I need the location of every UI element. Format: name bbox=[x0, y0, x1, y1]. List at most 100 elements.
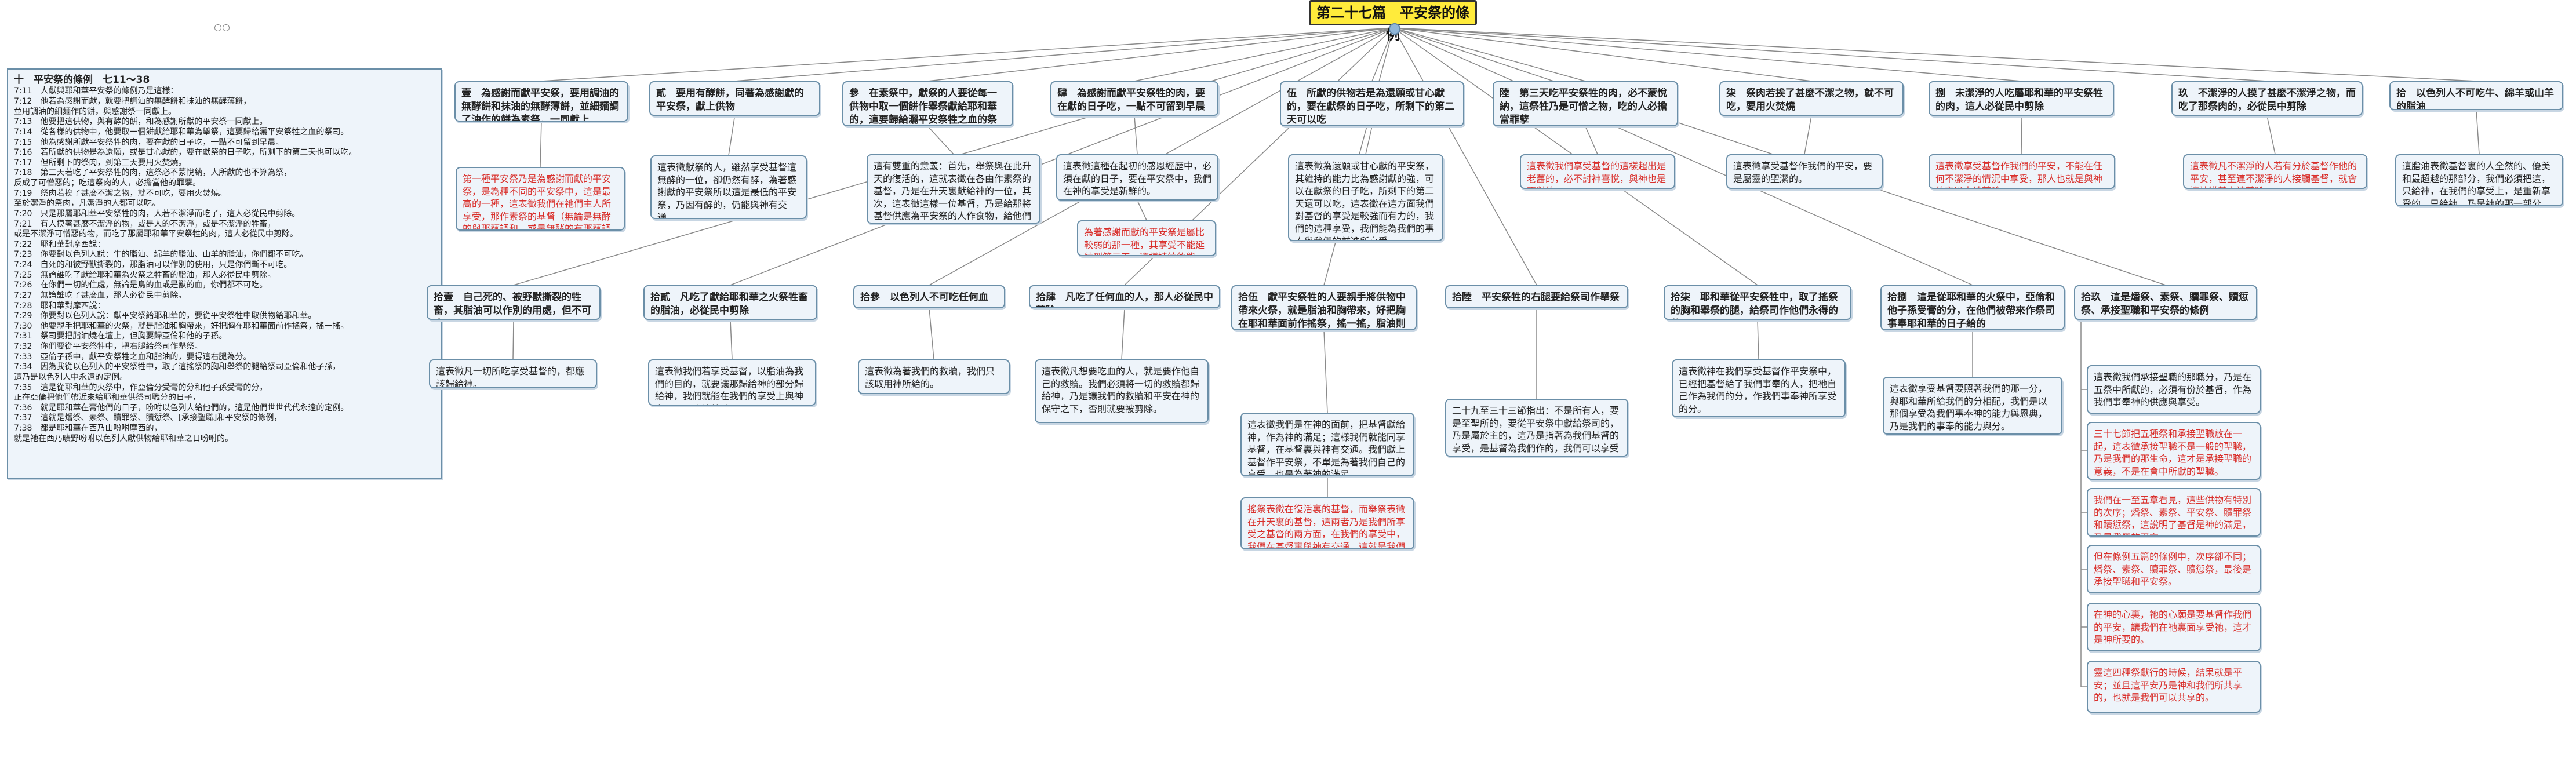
branch-detail-10[interactable]: 這脂油表徵基督裏的人全然的、優美和最超越的那部分，我們必須把這，只給神，在我們的… bbox=[2395, 154, 2563, 206]
scripture-note[interactable]: 十 平安祭的條例 七11～38 7:11 人獻與耶和華平安祭的條例乃是這樣：7:… bbox=[7, 68, 442, 479]
wire-hub-to-branch-2 bbox=[734, 27, 1394, 82]
note-line: 7:25 無論誰吃了獻給耶和華為火祭之牲畜的脂油，那人必從民中剪除。 bbox=[14, 270, 276, 280]
wire-detail-9 bbox=[2266, 115, 2276, 155]
wire-hub-to-branch-9 bbox=[1393, 27, 2268, 82]
wire-detail-6 bbox=[1585, 126, 1598, 155]
note-line: 正在亞倫把他們帶近來給耶和華供祭司職分的日子， bbox=[14, 393, 201, 403]
branch-detail-12[interactable]: 這表徵我們若享受基督，以脂油為我們的目的，就要讓那歸給神的部分歸給神，我們就能在… bbox=[648, 359, 816, 406]
closing-point-4[interactable]: 但在條例五篇的條例中，次序卻不同；燔祭、素祭、贖罪祭、贖愆祭，最後是承接聖職和平… bbox=[2087, 545, 2261, 593]
note-lines: 7:11 人獻與耶和華平安祭的條例乃是這樣：7:12 他若為感謝而獻，就要把調油… bbox=[14, 86, 435, 444]
closing-point-5[interactable]: 在神的心裏，祂的心願是要基督作我們的平安，讓我們在祂裏面享受祂，這才是神所要的。 bbox=[2087, 603, 2261, 651]
branch-heading-6[interactable]: 陸 第三天吃平安祭牲的肉，必不蒙悅納，這祭牲乃是可憎之物，吃的人必擔當罪孽 bbox=[1493, 81, 1678, 126]
wire-detail-7 bbox=[1804, 115, 1812, 155]
wire-subdetail-4 bbox=[1137, 200, 1147, 221]
note-line: 7:21 有人摸著甚麼不潔淨的物，或是人的不潔淨，或是不潔淨的牲畜， bbox=[14, 219, 276, 229]
branch-heading-13[interactable]: 拾參 以色列人不可吃任何血 bbox=[853, 285, 1005, 308]
wire-hub-to-branch-8 bbox=[1393, 27, 2022, 82]
branch-detail-7[interactable]: 這表徵享受基督作我們的平安，要是屬靈的聖潔的。 bbox=[1726, 154, 1883, 189]
note-collapse-handle[interactable] bbox=[214, 24, 221, 31]
branch-detail-17[interactable]: 這表徵神在我們享受基督作平安祭中，已經把基督給了我們事奉的人，把祂自己作為我們的… bbox=[1672, 359, 1846, 417]
note-line: 7:35 這是從耶和華的火祭中，作亞倫分受膏的分和他子孫受膏的分， bbox=[14, 382, 268, 392]
wire-detail-5 bbox=[1365, 126, 1373, 155]
note-line: 7:13 他要把這供物，與有酵的餅，和為感謝所獻的平安祭一同獻上。 bbox=[14, 117, 268, 127]
branch-detail-1[interactable]: 第一種平安祭乃是為感謝而獻的平安祭，是為種不同的平安祭中，這是最高的一種，這表徵… bbox=[456, 167, 625, 231]
branch-detail-3[interactable]: 這有雙重的意義：首先，舉祭與在此升天的復活的，這就表徵在各由作素祭的基督，乃是在… bbox=[867, 154, 1040, 224]
wire-detail-8 bbox=[2021, 115, 2022, 155]
branch-heading-9[interactable]: 玖 不潔淨的人摸了甚麼不潔淨之物，而吃了那祭肉的，必從民中剪除 bbox=[2171, 81, 2363, 116]
wire-hub-to-branch-1 bbox=[541, 27, 1394, 82]
branch-heading-15[interactable]: 拾伍 獻平安祭牲的人要親手將供物中帶來火祭，就是脂油和胸帶來，好把胸在耶和華面前… bbox=[1231, 285, 1417, 330]
branch-detail-14[interactable]: 這表徵凡想要吃血的人，就是要作他自己的救贖。我們必須將一切的救贖都歸給神，乃是讓… bbox=[1035, 359, 1209, 423]
note-line: 7:16 若所獻的供物是為還願，或是甘心獻的，要在獻祭的日子吃，所剩下的第二天也… bbox=[14, 148, 357, 158]
branch-detail-6[interactable]: 這表徵我們享受基督的這樣超出是老舊的，必不討神喜悅，與神也是不對的。 bbox=[1520, 154, 1675, 189]
branch-heading-11[interactable]: 拾壹 自己死的、被野獸撕裂的牲畜，其脂油可以作別的用處，但不可吃 bbox=[427, 285, 601, 320]
note-line: 7:24 自死的和被野獸撕裂的，那脂油可以作別的使用，只是你們斷不可吃。 bbox=[14, 260, 292, 270]
branch-heading-16[interactable]: 拾陸 平安祭牲的右腿要給祭司作舉祭 bbox=[1445, 285, 1628, 308]
note-line: 7:17 但所剩下的祭肉，到第三天要用火焚燒。 bbox=[14, 158, 187, 167]
note-line: 7:22 耶和華對摩西說： bbox=[14, 239, 105, 249]
note-line: 7:18 第三天若吃了平安祭牲的肉，這祭必不蒙悅納，人所獻的也不算為祭， bbox=[14, 168, 292, 178]
branch-detail-8[interactable]: 這表徵享受基督作我們的平安，不能在任何不潔淨的情況中享受，那人也就是與神的交通中… bbox=[1929, 154, 2115, 189]
branch-heading-8[interactable]: 捌 未潔淨的人吃屬耶和華的平安祭牲的肉，這人必從民中剪除 bbox=[1929, 81, 2114, 116]
note-line: 這乃是以色列人中永遠的定例。 bbox=[14, 372, 128, 382]
wire-hub-to-branch-4 bbox=[1134, 27, 1394, 82]
note-line: 7:31 祭司要把脂油燒在壇上，但胸要歸亞倫和他的子孫。 bbox=[14, 331, 227, 341]
branch-heading-18[interactable]: 拾捌 這是從耶和華的火祭中，亞倫和他子孫受膏的分，在他們被帶來作祭司事奉耶和華的… bbox=[1880, 285, 2065, 330]
closing-point-3[interactable]: 我們在一至五章看見，這些供物有特別的次序；燔祭、素祭、平安祭、贖罪祭和贖愆祭，這… bbox=[2087, 488, 2261, 537]
wire-detail-4 bbox=[1134, 115, 1138, 155]
branch-detail-5[interactable]: 這表徵為還願或甘心獻的平安祭，其維持的能力比為感謝獻的強，可以在獻祭的日子吃，所… bbox=[1288, 154, 1443, 241]
branch-detail-16[interactable]: 二十九至三十三節指出：不是所有人，要是至聖所的，要從平安祭中獻給祭司的，乃是屬於… bbox=[1445, 399, 1628, 457]
wire-detail-10 bbox=[2476, 110, 2480, 155]
branch-heading-7[interactable]: 柒 祭肉若挨了甚麼不潔之物，就不可吃，要用火焚燒 bbox=[1719, 81, 1904, 116]
wire-detail-17 bbox=[1757, 319, 1759, 360]
branch-detail-15[interactable]: 這表徵我們是在神的面前，把基督獻給神，作為神的滿足；這樣我們就能同享基督，在基督… bbox=[1240, 413, 1414, 476]
wire-detail-2 bbox=[728, 115, 736, 156]
branch-heading-17[interactable]: 拾柒 耶和華從平安祭牲中，取了搖祭的胸和舉祭的腿，給祭司作他們永得的分 bbox=[1664, 285, 1851, 320]
note-line: 7:15 他為感謝所獻平安祭牲的肉，要在獻的日子吃，一點不可留到早晨。 bbox=[14, 137, 284, 147]
wire-detail-3 bbox=[927, 126, 954, 155]
wire-detail-1 bbox=[540, 121, 542, 167]
branch-heading-12[interactable]: 拾貳 凡吃了獻給耶和華之火祭牲畜的脂油，必從民中剪除 bbox=[643, 285, 817, 320]
note-line: 7:33 亞倫子孫中，獻平安祭牲之血和脂油的，要得這右腿為分。 bbox=[14, 352, 252, 362]
branch-detail-4[interactable]: 這表徵這種在起初的感恩經歷中，必須在獻的日子，要在平安祭中，我們在神的享受是新鮮… bbox=[1056, 154, 1218, 201]
closing-point-6[interactable]: 靈這四種祭獻行的時候，結果就是平安；並且這平安乃是神和我們所共享的，也就是我們可… bbox=[2087, 661, 2261, 713]
note-line: 7:12 他若為感謝而獻，就要把調油的無酵餅和抹油的無酵薄餅， bbox=[14, 97, 252, 107]
branch-subdetail-4[interactable]: 為著感謝而獻的平安祭是屬比較弱的那一種，其享受不能延續到第二天，這樣持續的能力。 bbox=[1077, 220, 1216, 256]
closing-point-1[interactable]: 這表徵我們承接聖職的那職分，乃是在五祭中所獻的，必須有份於基督，作為我們事奉神的… bbox=[2087, 365, 2261, 414]
branch-heading-3[interactable]: 參 在素祭中，獻祭的人要從每一供物中取一個餅作舉祭獻給耶和華的，這要歸給灑平安祭… bbox=[842, 81, 1013, 126]
branch-detail-2[interactable]: 這表徵獻祭的人，雖然享受基督這無酵的一位，卻仍然有酵，為著感謝獻的平安祭所以這是… bbox=[650, 155, 807, 219]
note-heading: 十 平安祭的條例 七11～38 bbox=[14, 74, 150, 86]
branch-hub-node[interactable] bbox=[1389, 23, 1400, 35]
note-line: 7:20 只是那屬耶和華平安祭牲的肉，人若不潔淨而吃了，這人必從民中剪除。 bbox=[14, 209, 300, 218]
branch-heading-5[interactable]: 伍 所獻的供物若是為還願或甘心獻的，要在獻祭的日子吃，所剩下的第二天可以吃 bbox=[1280, 81, 1464, 126]
note-expand-handle[interactable] bbox=[223, 24, 230, 31]
central-topic[interactable]: 第二十七篇 平安祭的條例 bbox=[1309, 0, 1477, 43]
note-line: 7:29 你要對以色列人說：獻平安祭給耶和華的，要從平安祭牲中取供物給耶和華。 bbox=[14, 311, 316, 321]
branch-heading-14[interactable]: 拾肆 凡吃了任何血的人，那人必從民中剪除 bbox=[1029, 285, 1220, 308]
note-line: 7:19 祭肉若挨了甚麼不潔之物，就不可吃，要用火焚燒。 bbox=[14, 188, 227, 198]
wire-hub-to-branch-6 bbox=[1393, 27, 1586, 82]
note-line: 7:38 都是耶和華在西乃山吩咐摩西的， bbox=[14, 424, 162, 433]
branch-detail-13[interactable]: 這表徵為著我們的救贖，我們只該取用神所給的。 bbox=[858, 359, 1010, 394]
branch-detail-18[interactable]: 這表徵享受基督要照著我們的那一分，與耶和華所給我們的分相配，我們是以那個享受為我… bbox=[1883, 377, 2062, 435]
branch-detail-9[interactable]: 這表徵凡不潔淨的人若有分於基督作他的平安，甚至連不潔淨的人接觸基督，就會讓神從其… bbox=[2183, 154, 2367, 189]
note-line: 7:14 從各樣的供物中，他要取一個餅獻給耶和華為舉祭，這要歸給灑平安祭牲之血的… bbox=[14, 127, 349, 137]
note-line: 7:36 就是耶和華在膏他們的日子，吩咐以色列人給他們的，這是他們世世代代永遠的… bbox=[14, 403, 349, 413]
note-line: 7:26 在你們一切的住處，無論是鳥的血或是獸的血，你們都不可吃。 bbox=[14, 280, 268, 290]
closing-point-2[interactable]: 三十七節把五種祭和承接聖職放在一起，這表徵承接聖職不是一般的聖職，乃是我們的那生… bbox=[2087, 422, 2261, 480]
branch-subdetail-15[interactable]: 搖祭表徵在復活裏的基督，而舉祭表徵在升天裏的基督，這兩者乃是我們所享受之基督的兩… bbox=[1240, 497, 1414, 549]
wire-detail-12 bbox=[730, 319, 733, 360]
branch-heading-1[interactable]: 壹 為感謝而獻平安祭，要用調油的無酵餅和抹油的無酵薄餅，並細麵調了油作的餅為素祭… bbox=[454, 81, 628, 122]
branch-heading-2[interactable]: 貳 要用有酵餅，同著為感謝獻的平安祭，獻上供物 bbox=[649, 81, 820, 116]
note-line: 就是祂在西乃曠野吩咐以色列人獻供物給耶和華之日吩咐的。 bbox=[14, 433, 233, 443]
branch-detail-11[interactable]: 這表徵凡一切所吃享受基督的，都應該歸給神。 bbox=[429, 359, 597, 388]
wire-detail-13 bbox=[929, 308, 934, 360]
branch-heading-4[interactable]: 肆 為感謝而獻平安祭牲的肉，要在獻的日子吃，一點不可留到早晨 bbox=[1050, 81, 1218, 116]
wire-hub-to-branch-7 bbox=[1393, 27, 1812, 82]
note-line: 7:30 他要親手把耶和華的火祭，就是脂油和胸帶來，好把胸在耶和華面前作搖祭，搖… bbox=[14, 321, 349, 331]
note-line: 7:37 這就是燔祭、素祭、贖罪祭、贖愆祭、[承接聖職]和平安祭的條例， bbox=[14, 413, 282, 423]
note-line: 或是不潔淨可憎惡的物，而吃了那屬耶和華平安祭牲的肉，這人必從民中剪除。 bbox=[14, 229, 298, 239]
branch-heading-19[interactable]: 拾玖 這是燔祭、素祭、贖罪祭、贖愆祭、承接聖職和平安祭的條例 bbox=[2074, 285, 2257, 320]
branch-heading-10[interactable]: 拾 以色列人不可吃牛、綿羊或山羊的脂油 bbox=[2389, 81, 2563, 110]
note-line: 7:11 人獻與耶和華平安祭的條例乃是這樣： bbox=[14, 86, 179, 96]
